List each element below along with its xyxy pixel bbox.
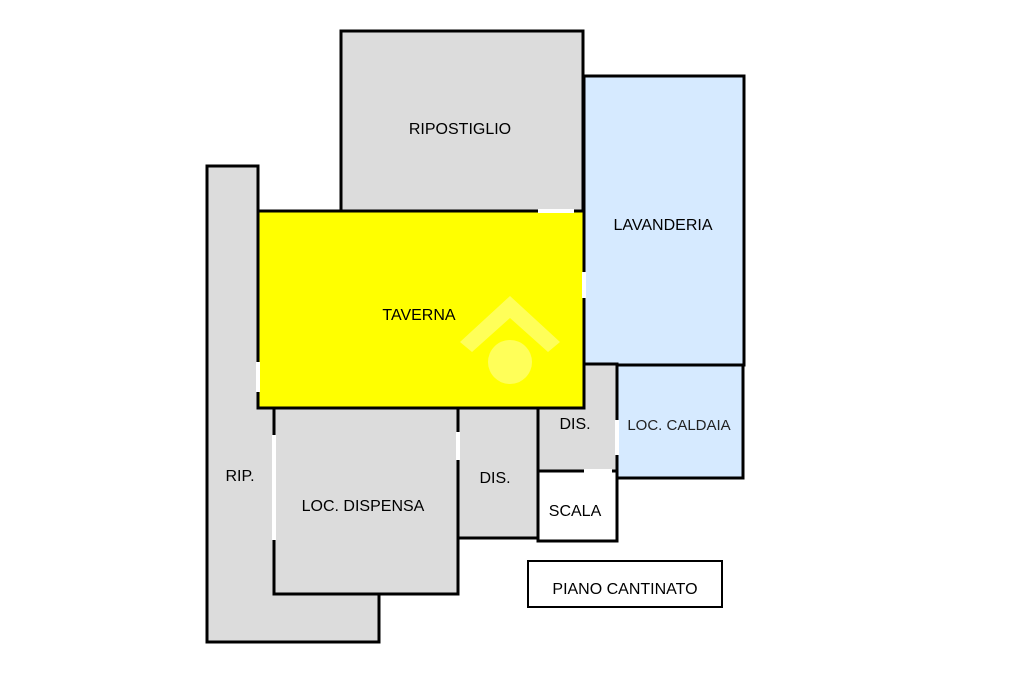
watermark-logo-icon bbox=[460, 296, 560, 384]
room-scala bbox=[536, 469, 619, 543]
label-scala: SCALA bbox=[549, 503, 602, 520]
label-dis-right: DIS. bbox=[559, 416, 590, 433]
label-ripostiglio: RIPOSTIGLIO bbox=[409, 121, 511, 138]
label-lavanderia: LAVANDERIA bbox=[614, 217, 713, 234]
room-taverna bbox=[256, 209, 586, 410]
room-loc-caldaia bbox=[615, 363, 745, 480]
label-taverna: TAVERNA bbox=[382, 307, 456, 324]
label-dis-left: DIS. bbox=[479, 470, 510, 487]
label-loc-caldaia: LOC. CALDAIA bbox=[627, 417, 730, 434]
floor-label-box bbox=[527, 560, 723, 608]
room-ripostiglio bbox=[339, 29, 585, 214]
label-rip: RIP. bbox=[225, 468, 254, 485]
label-loc-dispensa: LOC. DISPENSA bbox=[302, 498, 425, 515]
floor-label: PIANO CANTINATO bbox=[552, 581, 697, 598]
room-lavanderia bbox=[582, 74, 746, 367]
